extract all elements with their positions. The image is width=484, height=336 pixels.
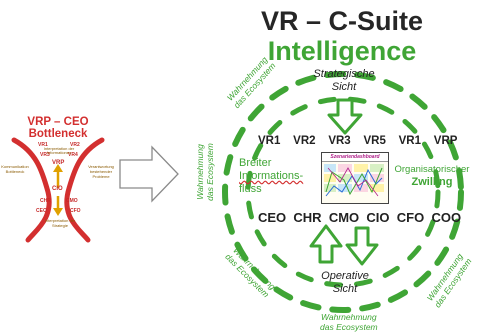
bottleneck-cio: CIO [52,186,63,192]
org-twin-line2: Zwilling [411,176,453,188]
info-flow-line2: Informations- [239,170,304,182]
bottleneck-vr3: VR3 [40,152,50,158]
bottleneck-vr1: VR1 [38,142,48,148]
dashboard-header: Szenariendashboard [322,153,388,162]
bottleneck-title-line1: VRP – CEO [27,116,89,128]
bottleneck-mid-top: Interpretation der Informationen [43,146,75,155]
info-flow-line3: fluss [239,183,262,195]
bottleneck-ceo: CEO [36,208,47,214]
csuite-item: CIO [366,210,390,225]
bottleneck-cfo: CFO [70,208,81,214]
strategic-line2: Sicht [331,81,357,93]
vr-row: VR1 VR2 VR3 VR5 VR1 VRP [258,135,457,147]
dashboard-chart [324,164,384,197]
eco-line2: das Ecosystem [204,143,215,201]
eco-line1: Wahrnehmung [321,312,377,322]
bottleneck-side-left: Kommunikation Bottleneck [1,164,29,174]
bottleneck-vrp: VRP [52,160,65,166]
csuite-item: CEO [258,210,287,225]
eco-line1: Wahrnehmung [194,144,205,200]
page-subtitle: Intelligence [267,36,417,66]
strategic-line1: Strategische [313,68,375,80]
bottleneck-title: VRP – CEO Bottleneck [18,116,98,140]
vr-item: VRP [433,135,458,147]
vr-item: VR3 [328,135,351,147]
ecosystem-label-bottom: Wahrnehmung das Ecosystem [320,312,378,332]
csuite-item: CFO [396,210,425,225]
info-flow-line1: Breiter [239,157,272,169]
page-title: VR – C-Suite [260,6,424,36]
ecosystem-label-left: Wahrnehmung das Ecosystem [195,143,215,201]
bottleneck-vr4: VR4 [68,152,78,158]
csuite-item: CHR [293,210,322,225]
eco-line2: das Ecosystem [320,322,378,332]
bottleneck-chr: CHR [40,198,51,204]
vr-item: VR1 [398,135,421,147]
bottleneck-side-right: Verantwortung bestehender Probleme [88,164,114,179]
operative-line2: Sicht [332,283,358,295]
vr-item: VR5 [363,135,386,147]
bottleneck-mid-bottom: Interpretation der Strategie [44,218,76,228]
org-twin-line1: Organisatorischer [394,164,470,175]
csuite-row: CEO CHR CMO CIO CFO COO [258,210,461,225]
csuite-item: CMO [328,210,360,225]
org-twin-label: Organisatorischer Zwilling [390,163,474,189]
bottleneck-title-line2: Bottleneck [28,128,88,140]
vr-item: VR1 [258,135,281,147]
information-flow-label: Breiter Informations- fluss [239,157,303,196]
csuite-item: COO [431,210,462,225]
operative-line1: Operative [321,270,369,282]
bottleneck-vr2: VR2 [70,142,80,148]
operative-view: Operative Sicht [310,270,380,296]
vr-item: VR2 [293,135,316,147]
bottleneck-cmo: CMO [66,198,78,204]
scenario-dashboard: Szenariendashboard [321,152,389,204]
strategic-view: Strategische Sicht [304,68,384,94]
